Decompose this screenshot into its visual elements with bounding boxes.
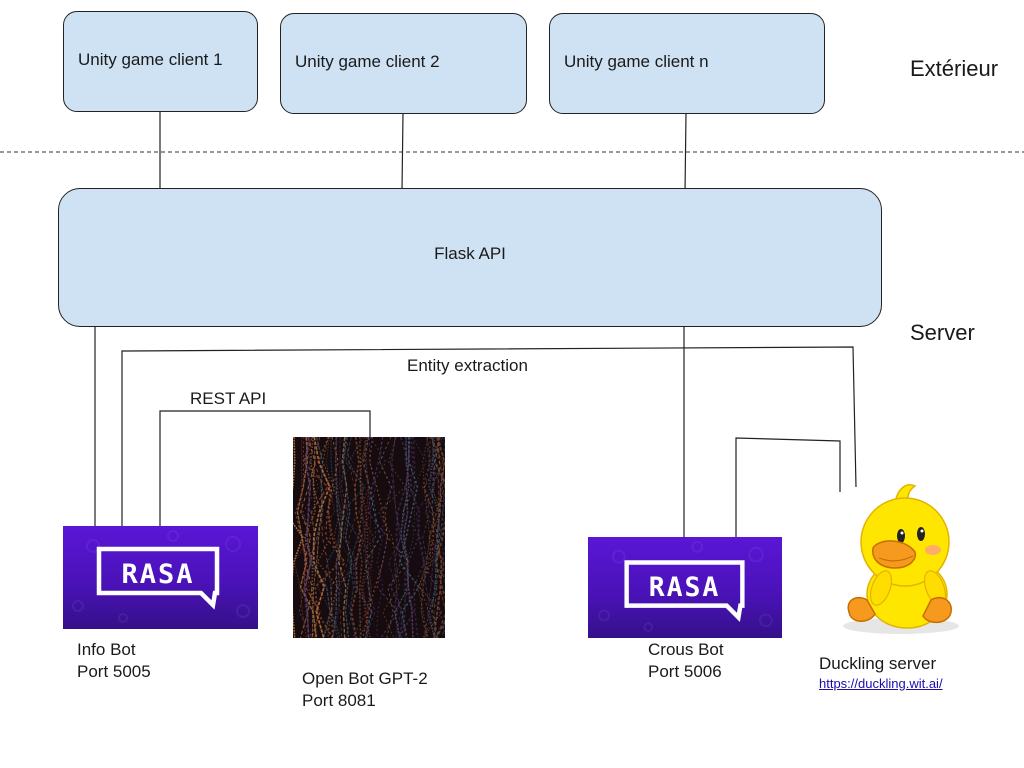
- crous-bot-port: Port 5006: [648, 662, 722, 681]
- gpt2-strand: [302, 437, 329, 638]
- open-bot-name: Open Bot GPT-2: [302, 669, 428, 688]
- gpt2-strand: [341, 437, 366, 638]
- gpt2-strand: [367, 437, 399, 638]
- client-label: Unity game client n: [564, 51, 709, 71]
- gpt2-strand: [350, 437, 363, 638]
- gpt2-strand: [296, 437, 317, 638]
- rest-api-label: REST API: [190, 389, 267, 408]
- gpt2-strand: [398, 437, 421, 638]
- flask-api-label: Flask API: [434, 243, 506, 263]
- gpt2-strand: [342, 437, 353, 638]
- entity-extraction-label: Entity extraction: [407, 356, 528, 375]
- duckling-url-link[interactable]: https://duckling.wit.ai/: [819, 676, 943, 691]
- gpt2-strand: [416, 437, 435, 638]
- rasa-wordmark: RASA: [649, 572, 721, 603]
- gpt2-strand: [420, 437, 435, 638]
- gpt2-strand: [365, 437, 373, 638]
- gpt2-neural-image: [293, 437, 445, 638]
- rasa-logo-icon: RASA: [598, 540, 773, 633]
- gpt2-strand: [361, 437, 372, 638]
- gpt2-strand: [398, 437, 420, 638]
- gpt2-strand: [421, 437, 445, 636]
- gpt2-strand: [337, 437, 358, 638]
- gpt2-strand: [294, 437, 313, 638]
- flask-api-box: Flask API: [58, 188, 882, 327]
- gpt2-strand: [378, 437, 406, 638]
- gpt2-strand: [293, 437, 311, 638]
- gpt2-strand: [432, 437, 445, 638]
- gpt2-strand: [433, 437, 445, 638]
- gpt2-strand: [325, 437, 346, 638]
- gpt2-strand: [303, 437, 318, 638]
- gpt2-strand: [388, 437, 403, 638]
- gpt2-strand: [331, 437, 354, 638]
- gpt2-strand: [420, 437, 431, 638]
- rasa-logo-icon: RASA: [72, 530, 250, 623]
- gpt2-strand: [391, 437, 401, 638]
- zone-label-outside: Extérieur: [910, 56, 999, 81]
- gpt2-strand: [420, 437, 440, 638]
- gpt2-strand: [400, 437, 413, 638]
- gpt2-strand: [317, 437, 335, 638]
- entity-extraction-link: [121, 346, 857, 527]
- gpt2-strand: [428, 437, 440, 638]
- gpt2-strand: [352, 437, 375, 638]
- info-bot-port: Port 5005: [77, 662, 151, 681]
- gpt2-strand: [312, 437, 331, 638]
- gpt2-strand: [394, 437, 410, 638]
- unity-client-2: Unity game client 2: [280, 13, 527, 114]
- gpt2-strands-icon: [293, 437, 445, 638]
- duckling-mascot: [835, 476, 965, 638]
- rest-api-link: [159, 410, 371, 527]
- client2-flask-link: [401, 113, 404, 191]
- gpt2-strand: [441, 437, 445, 614]
- open-bot-port: Port 8081: [302, 691, 376, 710]
- unity-client-n: Unity game client n: [549, 13, 825, 114]
- gpt2-strand: [293, 437, 304, 638]
- gpt2-strand: [418, 437, 444, 638]
- gpt2-strand: [337, 437, 358, 638]
- clientn-flask-link: [684, 113, 687, 194]
- client-label: Unity game client 2: [295, 51, 440, 71]
- rasa-wordmark: RASA: [121, 559, 194, 590]
- crous-bot-rasa-logo: RASA: [588, 537, 782, 638]
- gpt2-strand: [433, 437, 445, 638]
- unity-client-1: Unity game client 1: [63, 11, 258, 112]
- duck-icon: [843, 484, 959, 634]
- info-bot-name: Info Bot: [77, 640, 136, 659]
- crousbot-duckling-link: [735, 437, 841, 537]
- gpt2-strand: [361, 437, 377, 638]
- gpt2-strand: [300, 437, 316, 638]
- info-bot-rasa-logo: RASA: [63, 526, 258, 629]
- gpt2-strand: [311, 437, 322, 638]
- gpt2-strand: [376, 437, 392, 638]
- client-label: Unity game client 1: [78, 49, 223, 69]
- gpt2-strand: [425, 437, 438, 638]
- gpt2-strand: [434, 437, 445, 638]
- gpt2-strand: [389, 437, 410, 638]
- gpt2-strand: [329, 437, 344, 638]
- crous-bot-name: Crous Bot: [648, 640, 724, 659]
- gpt2-strand: [402, 437, 425, 638]
- gpt2-strand: [316, 437, 339, 638]
- zone-label-server: Server: [910, 320, 975, 345]
- duckling-server-name: Duckling server: [819, 654, 937, 673]
